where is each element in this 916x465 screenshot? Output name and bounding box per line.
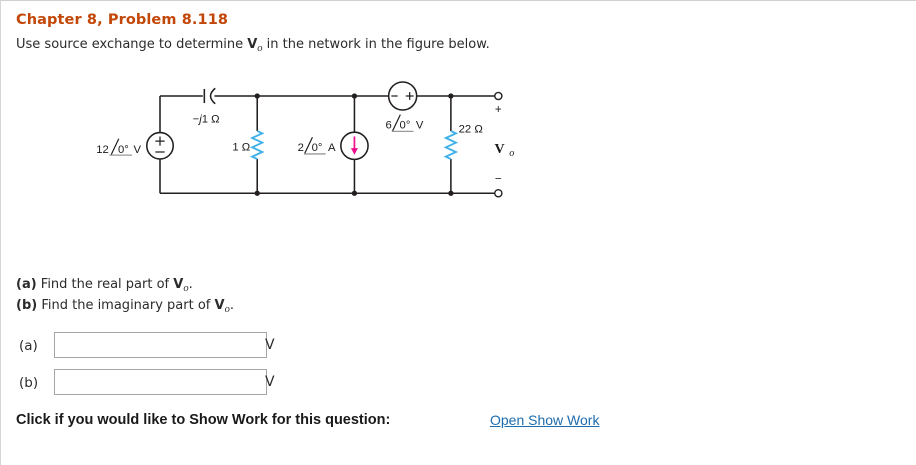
vo-symbol: V (247, 37, 258, 52)
answer-b-input[interactable] (54, 369, 267, 395)
output-terminal-bottom-icon (494, 188, 503, 198)
svg-text:0°: 0° (312, 142, 323, 154)
circuit-diagram: −j1 Ω 12 0° V 1 Ω 2 0° A (96, 81, 514, 198)
vo-output-subscript: o (509, 148, 514, 159)
svg-text:6: 6 (386, 120, 392, 132)
resistor-22ohm-label: 22 Ω (459, 124, 483, 136)
voltage-source-6v-label: 6 0° V (386, 114, 424, 133)
svg-text:12: 12 (96, 144, 109, 156)
voltage-source-12v-icon (146, 131, 174, 160)
current-source-2a-label: 2 0° A (298, 136, 336, 155)
angle-symbol (304, 136, 313, 154)
current-arrowhead-icon (350, 148, 358, 155)
resistor-1ohm-icon (249, 130, 265, 160)
statement-suffix: in the network in the figure below. (262, 37, 490, 52)
answer-a-label: (a) (19, 338, 38, 354)
vo-symbol: V (173, 277, 184, 292)
output-minus-label: − (495, 172, 502, 185)
plus-sign-icon (155, 136, 165, 146)
current-source-2a-icon (340, 131, 369, 161)
open-show-work-link[interactable]: Open Show Work (490, 412, 600, 428)
svg-text:V: V (416, 120, 424, 132)
capacitor-icon (203, 87, 216, 105)
vo-subscript: o (257, 43, 263, 54)
voltage-source-6v-icon (387, 81, 418, 111)
svg-text:0°: 0° (400, 120, 411, 132)
statement-prefix: Use source exchange to determine (16, 37, 248, 52)
vo-subscript: o (183, 283, 189, 294)
svg-text:0°: 0° (118, 144, 129, 156)
answer-a-input[interactable] (54, 332, 267, 358)
svg-text:V: V (134, 144, 142, 156)
vo-subscript: o (224, 304, 230, 315)
question-a-label: (a) (16, 277, 37, 292)
page-title: Chapter 8, Problem 8.118 (16, 12, 229, 28)
problem-statement: Use source exchange to determine Vo in t… (16, 37, 490, 54)
vo-output-symbol: V (494, 142, 504, 157)
angle-symbol (392, 114, 401, 132)
svg-text:A: A (328, 142, 336, 154)
resistor-1ohm-label: 1 Ω (232, 141, 250, 153)
question-b-label: (b) (16, 298, 38, 313)
show-work-prompt: Click if you would like to Show Work for… (16, 412, 391, 428)
answer-a-unit: V (265, 337, 275, 353)
svg-text:2: 2 (298, 142, 304, 154)
answer-b-unit: V (265, 374, 275, 390)
plus-sign-icon (405, 92, 414, 100)
output-plus-label: + (495, 103, 502, 116)
resistor-22ohm-icon (443, 130, 459, 160)
voltage-source-12v-label: 12 0° V (96, 138, 142, 156)
output-terminal-top-icon (494, 91, 503, 101)
capacitor-label: −j1 Ω (193, 113, 220, 125)
circuit-wires (159, 95, 495, 194)
vo-symbol: V (214, 298, 225, 313)
question-a: (a) Find the real part of Vo. (16, 277, 193, 294)
answer-b-label: (b) (19, 375, 39, 391)
node-dots (254, 93, 454, 196)
question-b: (b) Find the imaginary part of Vo. (16, 298, 234, 315)
angle-symbol (110, 138, 120, 156)
